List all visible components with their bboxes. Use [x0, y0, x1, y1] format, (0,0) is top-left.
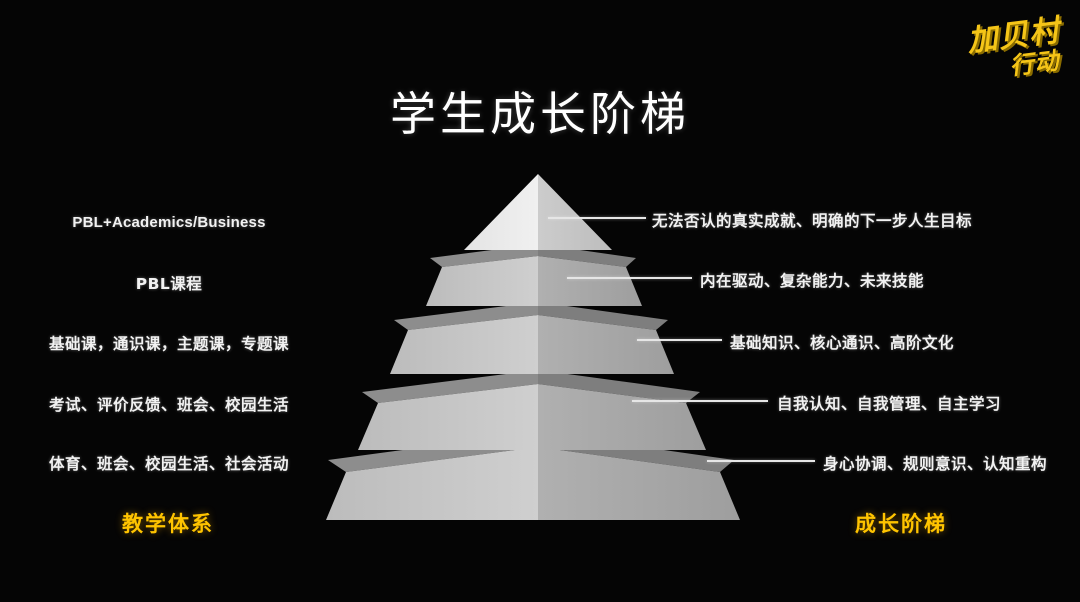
right-label-level-5: 身心协调、规则意识、认知重构 [823, 455, 1048, 473]
pyramid-level-4 [358, 370, 706, 450]
left-label-level-5: 体育、班会、校园生活、社会活动 [48, 455, 290, 473]
pyramid-level-5 [326, 432, 740, 520]
right-label-level-2: 内在驱动、复杂能力、未来技能 [700, 272, 925, 290]
left-label-level-4: 考试、评价反馈、班会、校园生活 [48, 396, 290, 414]
pyramid-level-2 [426, 244, 642, 306]
right-label-level-3: 基础知识、核心通识、高阶文化 [730, 334, 955, 352]
left-label-level-2: PBL课程 [135, 275, 203, 293]
connector-line-level-3 [637, 339, 722, 341]
left-label-level-1: PBL+Academics/Business [72, 214, 266, 231]
right-label-level-1: 无法否认的真实成就、明确的下一步人生目标 [652, 212, 973, 230]
connector-line-level-1 [548, 217, 646, 219]
pyramid-level-3 [390, 302, 674, 374]
connector-line-level-4 [632, 400, 768, 402]
footer-label-teaching-system: 教学体系 [122, 512, 214, 536]
connector-line-level-2 [567, 277, 692, 279]
connector-line-level-5 [707, 460, 815, 462]
footer-label-growth-ladder: 成长阶梯 [855, 512, 947, 536]
pyramid-diagram [300, 160, 780, 520]
pyramid-level-1 [464, 174, 612, 250]
right-label-level-4: 自我认知、自我管理、自主学习 [777, 395, 1002, 413]
page-title: 学生成长阶梯 [390, 87, 690, 141]
left-label-level-3: 基础课，通识课，主题课，专题课 [48, 335, 290, 353]
